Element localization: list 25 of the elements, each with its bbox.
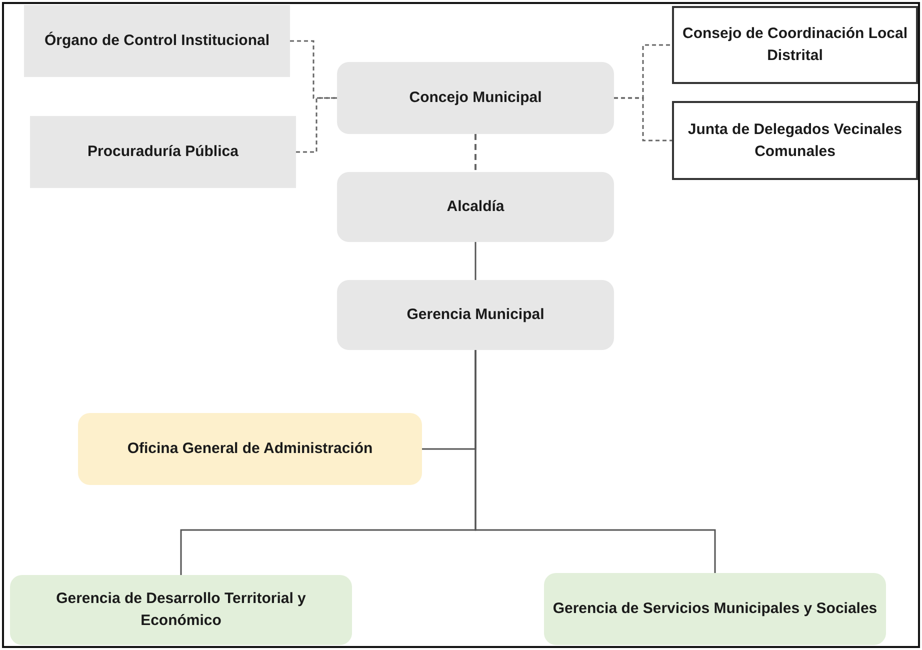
unit-name: Gerencia de Servicios Municipales y Sociales bbox=[552, 599, 878, 620]
unit-name: Gerencia Municipal bbox=[406, 305, 544, 326]
unit-name: Alcaldía bbox=[446, 197, 504, 218]
unit-name: Procuraduría Pública bbox=[88, 142, 238, 162]
org-unit-box bbox=[337, 280, 614, 350]
connector-line bbox=[474, 350, 716, 573]
connector-line bbox=[296, 97, 337, 153]
unit-name: Oficina General de Administración bbox=[127, 439, 373, 460]
org-unit-box bbox=[544, 573, 886, 645]
org-unit-box bbox=[672, 101, 918, 180]
connector-line bbox=[474, 134, 476, 172]
connector-line bbox=[614, 97, 672, 142]
org-unit-box bbox=[30, 116, 296, 188]
org-unit-box bbox=[337, 172, 614, 242]
org-unit-box bbox=[10, 575, 352, 645]
org-unit-box bbox=[672, 6, 918, 84]
unit-name: Consejo de Coordinación Local Distrital bbox=[682, 24, 908, 66]
unit-name: Junta de Delegados Vecinales Comunales bbox=[686, 120, 904, 162]
connector-line bbox=[474, 242, 476, 280]
unit-name: Órgano de Control Institucional bbox=[44, 30, 270, 52]
unit-name: Gerencia de Desarrollo Territorial y Económico bbox=[55, 589, 307, 631]
unit-name: Concejo Municipal bbox=[409, 88, 542, 108]
org-unit-box bbox=[337, 62, 614, 134]
org-unit-box bbox=[78, 413, 422, 485]
org-unit-box bbox=[24, 5, 290, 77]
